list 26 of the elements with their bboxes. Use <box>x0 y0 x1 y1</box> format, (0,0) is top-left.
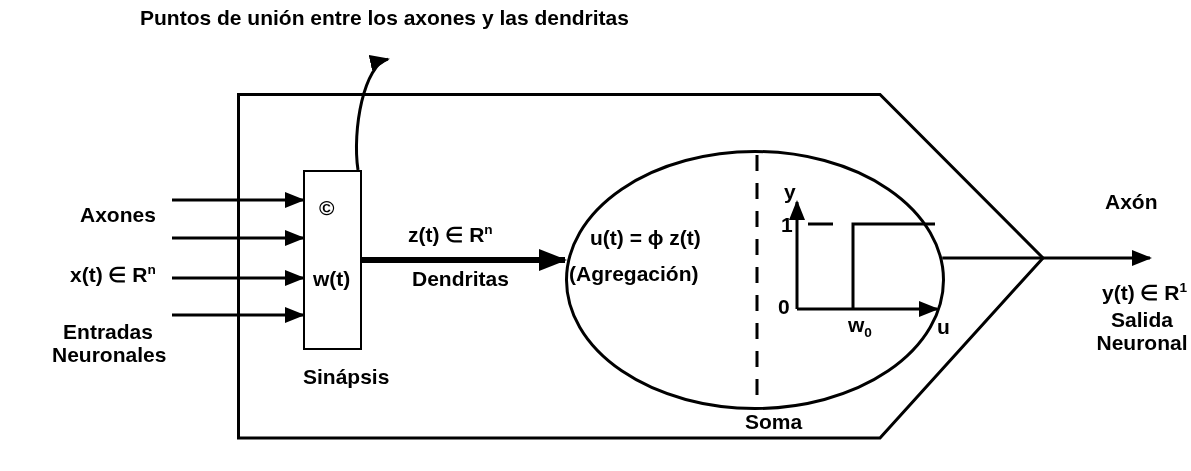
synapse-box <box>303 170 362 350</box>
arrow <box>172 230 305 246</box>
arrow <box>355 57 390 171</box>
input-label: Entradas Neuronales <box>52 320 164 367</box>
copyright-symbol: © <box>319 196 335 220</box>
tick-label: 1 <box>781 213 793 237</box>
arrow <box>942 250 1152 266</box>
output-label: y(t) ∈ R$^{1}$ <box>1102 280 1188 305</box>
arrow <box>172 270 305 286</box>
axis-label: u <box>937 315 950 339</box>
note-text: Puntos de unión entre los axones y las dendritas <box>140 6 629 30</box>
input-label: x(t) ∈ R$^{n}$ <box>70 262 156 287</box>
tick-label: 0 <box>778 295 790 319</box>
axis-label: y <box>784 180 796 204</box>
weight-label: w(t) <box>313 267 351 291</box>
arrow <box>172 192 305 208</box>
tick-label: w$_{0}$ <box>848 313 872 341</box>
caption-text: Soma <box>745 410 803 434</box>
formula-text: u(t) = ϕ z(t) <box>590 226 701 250</box>
arrow <box>172 307 305 323</box>
output-label: Salida Neuronal <box>1095 308 1189 355</box>
arrow <box>362 249 567 271</box>
caption-text: Sinápsis <box>303 365 390 389</box>
caption-text: Dendritas <box>412 267 509 291</box>
input-label: Axones <box>80 203 156 227</box>
caption-text: (Agregación) <box>569 262 699 286</box>
